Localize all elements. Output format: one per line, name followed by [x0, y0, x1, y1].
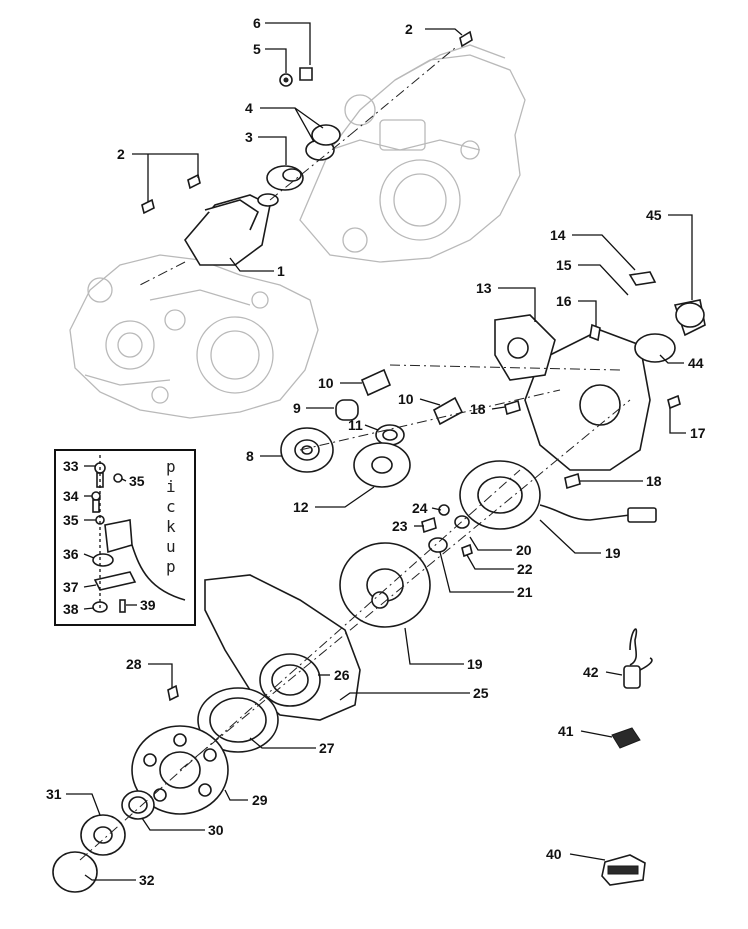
- bearing-30-washer-31-circlip-32: [52, 790, 155, 893]
- callout-8: 8: [246, 448, 254, 464]
- callout-5: 5: [253, 41, 261, 57]
- callout-21: 21: [517, 584, 533, 600]
- callout-39: 39: [140, 597, 156, 613]
- bolts-2: [141, 30, 473, 215]
- callout-36: 36: [63, 546, 79, 562]
- callout-2-left: 2: [117, 146, 125, 162]
- callout-11: 11: [348, 417, 363, 433]
- callout-34: 34: [63, 488, 79, 504]
- callout-labels: 1 2 2 3 4 5 6 8 9 10 10 11 12 13 14 15 1…: [46, 15, 706, 888]
- crankcase-left-ghost: [69, 254, 319, 419]
- callout-12: 12: [293, 499, 309, 515]
- callout-10-right: 10: [398, 391, 414, 407]
- callout-25: 25: [473, 685, 489, 701]
- callout-6: 6: [253, 15, 261, 31]
- callout-33: 33: [63, 458, 79, 474]
- pickup-letter-5: u: [166, 537, 176, 556]
- pickup-letter-6: p: [166, 557, 176, 576]
- callout-10-left: 10: [318, 375, 334, 391]
- callout-31: 31: [46, 786, 62, 802]
- callout-40: 40: [546, 846, 562, 862]
- callout-13: 13: [476, 280, 492, 296]
- callout-42: 42: [583, 664, 599, 680]
- starter-idle-parts: [266, 47, 456, 201]
- pickup-letter-2: i: [166, 477, 176, 496]
- stator: [459, 460, 657, 530]
- callout-28: 28: [126, 656, 142, 672]
- callout-3: 3: [245, 129, 253, 145]
- callout-4: 4: [245, 100, 253, 116]
- callout-27: 27: [319, 740, 335, 756]
- callout-44: 44: [688, 355, 704, 371]
- idle-gear-12: [353, 442, 411, 488]
- callout-26: 26: [334, 667, 350, 683]
- callout-35-mid: 35: [63, 512, 79, 528]
- callout-41: 41: [558, 723, 574, 739]
- callout-15: 15: [556, 257, 572, 273]
- gasket-25: [204, 574, 361, 721]
- callout-32: 32: [139, 872, 155, 888]
- callout-14: 14: [550, 227, 566, 243]
- leader-lines: [66, 22, 693, 881]
- pickup-letter-3: c: [166, 497, 176, 516]
- pickup-letter-1: p: [166, 457, 176, 476]
- callout-23: 23: [392, 518, 408, 534]
- callout-18-right: 18: [646, 473, 662, 489]
- crankcase-right-ghost: [299, 44, 526, 263]
- regulator-41: [611, 727, 641, 749]
- callout-9: 9: [293, 400, 301, 416]
- callout-19-rotor: 19: [467, 656, 483, 672]
- idle-gear-8: [280, 427, 334, 473]
- callout-38: 38: [63, 601, 79, 617]
- callout-16: 16: [556, 293, 572, 309]
- callout-24: 24: [412, 500, 428, 516]
- callout-30: 30: [208, 822, 224, 838]
- callout-1: 1: [277, 263, 285, 279]
- bearing-26-27: [197, 653, 321, 753]
- pickup-inset: [54, 449, 196, 626]
- ignition-coil-42: [623, 628, 653, 689]
- starter-motor: [139, 193, 279, 286]
- bearing-11: [375, 424, 405, 446]
- callout-45: 45: [646, 207, 662, 223]
- callout-2-top: 2: [405, 21, 413, 37]
- pickup-letter-4: k: [166, 517, 176, 536]
- bolt-28: [167, 684, 179, 702]
- callout-37: 37: [63, 579, 79, 595]
- callout-35-top: 35: [129, 473, 145, 489]
- callout-20: 20: [516, 542, 532, 558]
- callout-22: 22: [517, 561, 533, 577]
- assembly-axes: [79, 364, 631, 861]
- callout-17: 17: [690, 425, 706, 441]
- cdi-unit-40: [601, 854, 646, 886]
- callout-19-stator: 19: [605, 545, 621, 561]
- pickup-vertical-label: p i c k u p: [166, 457, 176, 576]
- generator-cover: [494, 271, 706, 490]
- callout-29: 29: [252, 792, 268, 808]
- callout-18-left: 18: [470, 401, 486, 417]
